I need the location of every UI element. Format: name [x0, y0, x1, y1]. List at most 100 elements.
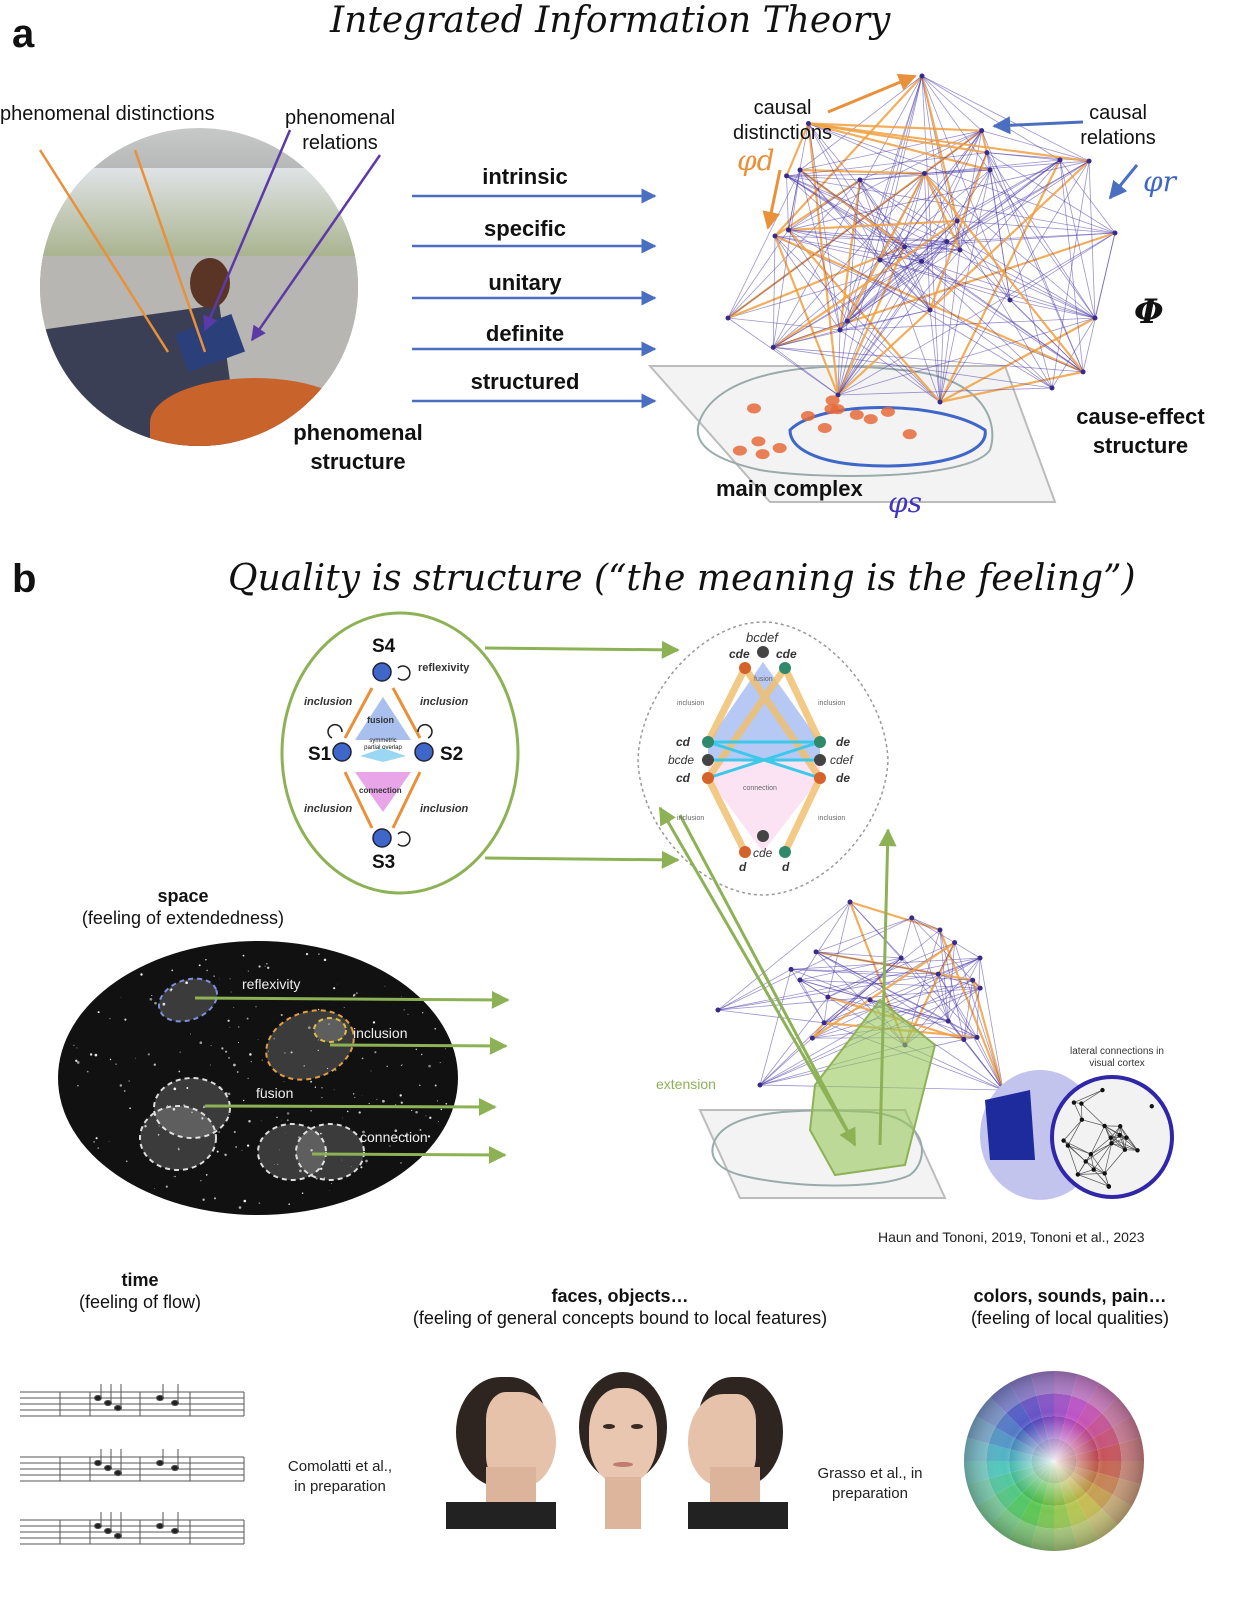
symmetric-tag: symmetric partial overlap	[364, 738, 402, 751]
lattice-d-2: d	[782, 860, 790, 874]
space-arrow-fusion	[204, 1097, 497, 1116]
causal-relations-label: causal relations	[1080, 102, 1156, 149]
distinction-pointer-2	[133, 149, 207, 353]
lattice-cdef: cdef	[830, 753, 853, 767]
lattice-inclusion-3: inclusion	[677, 815, 705, 822]
time-title: time	[121, 1270, 159, 1290]
inclusion-tag-3: inclusion	[304, 803, 353, 815]
lattice-connection: connection	[743, 785, 777, 792]
lattice-de-1: de	[836, 735, 851, 749]
main-complex-label: main complex	[716, 476, 863, 501]
panel-a-letter: a	[12, 12, 35, 56]
relation-pointer-2	[250, 154, 382, 342]
causal-distinction-arrow-1	[827, 73, 917, 114]
connection-tag: connection	[359, 786, 402, 795]
fusion-tag: fusion	[367, 715, 394, 725]
space-arrow-inclusion	[329, 1036, 508, 1055]
space-label-connection: connection	[360, 1129, 428, 1145]
causal-relation-arrow-2	[1108, 164, 1139, 200]
extension-arrow-2	[878, 828, 897, 1146]
lattice-d-1: d	[739, 860, 747, 874]
causal-distinction-arrow-2	[762, 169, 782, 230]
node-s1: S1	[308, 744, 332, 765]
citation-comolatti: Comolatti et al., in preparation	[287, 1458, 393, 1495]
colors-title: colors, sounds, pain…	[973, 1286, 1167, 1306]
lattice-cde-2: cde	[776, 647, 797, 661]
ellipse-to-lattice-arrow-bottom	[484, 850, 680, 869]
space-label-inclusion: inclusion	[353, 1025, 408, 1041]
time-subtitle: (feeling of flow)	[78, 1292, 202, 1312]
cause-effect-network	[725, 73, 1118, 460]
panel-b-title: Quality is structure (“the meaning is th…	[228, 558, 1136, 599]
big-phi-label: Φ	[1134, 292, 1164, 332]
faces-subtitle: (feeling of general concepts bound to lo…	[412, 1308, 828, 1328]
main-complex-outline	[788, 406, 987, 468]
inclusion-tag-4: inclusion	[420, 803, 469, 815]
distinction-pointer-1	[38, 149, 170, 353]
property-arrows	[412, 188, 657, 409]
panel-b-letter: b	[12, 557, 37, 601]
property-specific: specific	[484, 216, 566, 241]
lattice-diagram	[702, 646, 826, 858]
phenomenal-relations-label: phenomenal relations	[284, 107, 396, 154]
reflexivity-tag: reflexivity	[418, 662, 470, 674]
inclusion-tag-1: inclusion	[304, 696, 353, 708]
relations-ellipse	[280, 611, 520, 895]
space-label-fusion: fusion	[256, 1085, 294, 1101]
lattice-cd-2: cd	[676, 771, 691, 785]
space-ellipse	[58, 941, 458, 1215]
cause-effect-structure-label: cause-effect structure	[1076, 404, 1205, 458]
face-profile-left	[446, 1372, 556, 1529]
property-unitary: unitary	[488, 270, 562, 295]
lattice-cd-1: cd	[676, 735, 691, 749]
lattice-inclusion-1: inclusion	[677, 700, 705, 707]
reading-photo	[40, 128, 358, 446]
space-label-reflexivity: reflexivity	[242, 976, 301, 992]
space-arrow-reflexivity	[194, 990, 510, 1009]
node-s3: S3	[372, 852, 396, 873]
relation-diagram	[327, 662, 434, 848]
node-s4: S4	[372, 636, 396, 657]
phi-s-label: φs	[888, 486, 922, 519]
face-profile-right	[688, 1372, 788, 1529]
lattice-bcde: bcde	[668, 753, 695, 767]
faces-title: faces, objects…	[551, 1286, 689, 1306]
neuron-net	[1061, 1087, 1154, 1189]
extension-label: extension	[656, 1076, 716, 1092]
space-regions	[139, 977, 365, 1181]
lattice-cde-bottom: cde	[753, 846, 773, 860]
space-subtitle: (feeling of extendedness)	[81, 908, 285, 928]
phi-r-label: φr	[1143, 165, 1176, 198]
lattice-top: bcdef	[746, 630, 778, 645]
property-intrinsic: intrinsic	[482, 164, 568, 189]
citation-grasso: Grasso et al., in preparation	[817, 1465, 923, 1502]
phenomenal-structure-label: phenomenal structure	[293, 420, 423, 474]
extension-arrow-3	[658, 806, 857, 1146]
causal-relation-arrow-1	[992, 116, 1084, 135]
inclusion-tag-2: inclusion	[420, 696, 469, 708]
lattice-fusion: fusion	[754, 676, 773, 683]
space-arrow-connection	[311, 1145, 507, 1164]
lateral-connections-label: lateral connections in visual cortex	[1070, 1046, 1164, 1069]
extension-arrow-1	[678, 814, 857, 1147]
lattice-inclusion-4: inclusion	[818, 815, 846, 822]
lattice-inclusion-2: inclusion	[818, 700, 846, 707]
lattice-cde-1: cde	[729, 647, 750, 661]
sheet-music	[20, 1384, 245, 1545]
citation-haun: Haun and Tononi, 2019, Tononi et al., 20…	[878, 1229, 1145, 1245]
lattice-de-2: de	[836, 771, 851, 785]
face-front	[565, 1372, 680, 1529]
colors-subtitle: (feeling of local qualities)	[970, 1308, 1170, 1328]
phi-d-label: φd	[737, 144, 775, 177]
panel-a-title: Integrated Information Theory	[330, 0, 891, 41]
space-title: space	[157, 886, 209, 906]
causal-distinctions-label: causal distinctions	[733, 97, 832, 144]
space-stars	[73, 952, 448, 1209]
property-definite: definite	[485, 321, 565, 346]
lattice-boundary	[637, 621, 889, 896]
ellipse-to-lattice-arrow-top	[484, 640, 680, 659]
property-structured: structured	[470, 369, 580, 394]
relation-pointer-1	[203, 129, 292, 332]
node-s2: S2	[440, 744, 464, 765]
